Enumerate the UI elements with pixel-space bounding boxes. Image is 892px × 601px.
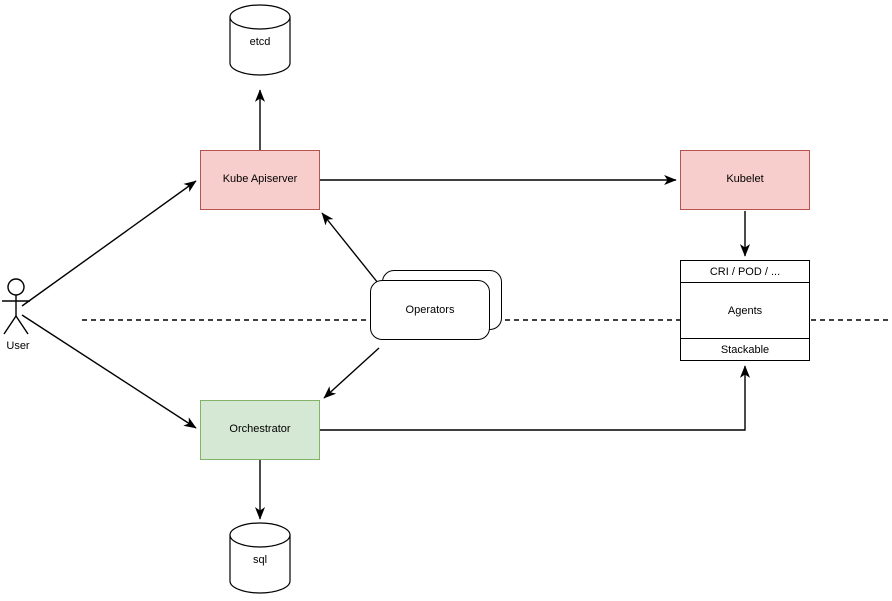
- sql-label: sql: [252, 554, 268, 566]
- user-label: User: [6, 340, 30, 352]
- agents-stackable-label: Stackable: [681, 338, 809, 360]
- node-kubelet[interactable]: Kubelet: [680, 150, 810, 210]
- kube-apiserver-label: Kube Apiserver: [222, 173, 298, 186]
- edge-operators-to-orchestrator: [323, 347, 380, 399]
- node-sql[interactable]: sql: [229, 522, 291, 594]
- node-user[interactable]: User: [0, 278, 36, 352]
- agents-label: Agents: [681, 283, 809, 338]
- node-operators[interactable]: Operators: [370, 270, 502, 346]
- etcd-cylinder-shape: [229, 4, 291, 76]
- agents-cri-pod-label: CRI / POD / ...: [681, 261, 809, 283]
- node-agents[interactable]: CRI / POD / ... Agents Stackable: [680, 260, 810, 361]
- kubelet-label: Kubelet: [726, 173, 764, 186]
- edge-user-to-apiserver: [21, 180, 197, 307]
- orchestrator-label: Orchestrator: [229, 423, 291, 436]
- operators-label: Operators: [405, 304, 455, 316]
- etcd-label: etcd: [249, 36, 271, 48]
- node-kube-apiserver[interactable]: Kube Apiserver: [200, 150, 320, 210]
- edge-orchestrator-to-stackable: [320, 365, 751, 431]
- sql-cylinder-shape: [229, 522, 291, 594]
- operators-front-layer: Operators: [370, 280, 490, 340]
- edge-operators-to-apiserver: [321, 212, 379, 284]
- node-etcd[interactable]: etcd: [229, 4, 291, 76]
- edge-user-to-orchestrator: [21, 314, 197, 429]
- node-orchestrator[interactable]: Orchestrator: [200, 400, 320, 460]
- user-actor-icon: [2, 278, 30, 335]
